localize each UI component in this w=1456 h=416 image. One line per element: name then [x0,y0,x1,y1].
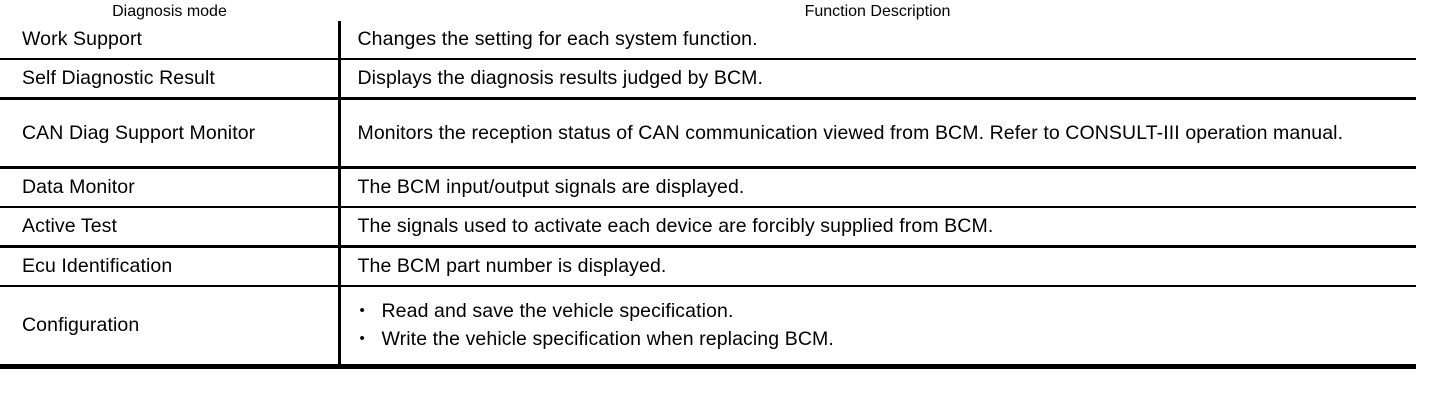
diagnosis-mode-table: Diagnosis mode Function Description Work… [0,3,1416,369]
cell-function-description: The signals used to activate each device… [337,207,1416,248]
table-body: Work Support Changes the setting for eac… [0,21,1416,369]
bullet-icon: • [359,301,365,319]
function-description-bullet-list: • Read and save the vehicle specificatio… [358,298,1407,353]
cell-function-description: Displays the diagnosis results judged by… [337,59,1416,100]
diagnosis-mode-label: Ecu Identification [22,255,173,278]
diagnosis-mode-label: Active Test [22,215,118,238]
list-item: • Write the vehicle specification when r… [358,326,1407,354]
function-description-text: Monitors the reception status of CAN com… [357,121,1344,144]
cell-diagnosis-mode: Ecu Identification [0,246,339,287]
diagnosis-mode-label: CAN Diag Support Monitor [22,121,256,144]
cell-diagnosis-mode: Active Test [0,207,339,248]
table-row: Active Test The signals used to activate… [0,207,1416,248]
cell-diagnosis-mode: Data Monitor [0,167,339,208]
table-row: CAN Diag Support Monitor Monitors the re… [0,98,1416,169]
function-description-text: Displays the diagnosis results judged by… [357,67,764,90]
diagnosis-mode-label: Work Support [22,28,143,51]
column-header-function-description: Function Description [339,3,1416,21]
cell-function-description: Changes the setting for each system func… [337,21,1416,60]
cell-function-description: The BCM input/output signals are display… [337,167,1416,208]
cell-function-description: • Read and save the vehicle specificatio… [337,286,1416,369]
table-row: Configuration • Read and save the vehicl… [0,286,1416,369]
table-header-row: Diagnosis mode Function Description [0,3,1416,21]
diagnosis-mode-label: Data Monitor [22,176,135,199]
function-description-text: The signals used to activate each device… [357,215,994,238]
function-description-text: The BCM input/output signals are display… [357,176,745,199]
cell-diagnosis-mode: CAN Diag Support Monitor [0,98,339,169]
list-item-label: Write the vehicle specification when rep… [381,327,834,350]
table-row: Ecu Identification The BCM part number i… [0,246,1416,287]
cell-function-description: Monitors the reception status of CAN com… [337,98,1416,169]
cell-function-description: The BCM part number is displayed. [337,246,1416,287]
column-header-diagnosis-mode: Diagnosis mode [0,3,339,21]
function-description-text: The BCM part number is displayed. [357,255,667,278]
diagnosis-mode-label: Self Diagnostic Result [22,67,215,90]
bullet-icon: • [359,329,365,347]
cell-diagnosis-mode: Self Diagnostic Result [0,59,339,100]
table-row: Work Support Changes the setting for eac… [0,21,1416,60]
diagnosis-mode-label: Configuration [22,314,140,337]
list-item: • Read and save the vehicle specificatio… [358,298,1407,326]
table-row: Self Diagnostic Result Displays the diag… [0,59,1416,100]
table-row: Data Monitor The BCM input/output signal… [0,167,1416,208]
cell-diagnosis-mode: Configuration [0,286,339,369]
function-description-text: Changes the setting for each system func… [357,28,758,51]
cell-diagnosis-mode: Work Support [0,21,339,60]
list-item-label: Read and save the vehicle specification. [381,299,734,322]
